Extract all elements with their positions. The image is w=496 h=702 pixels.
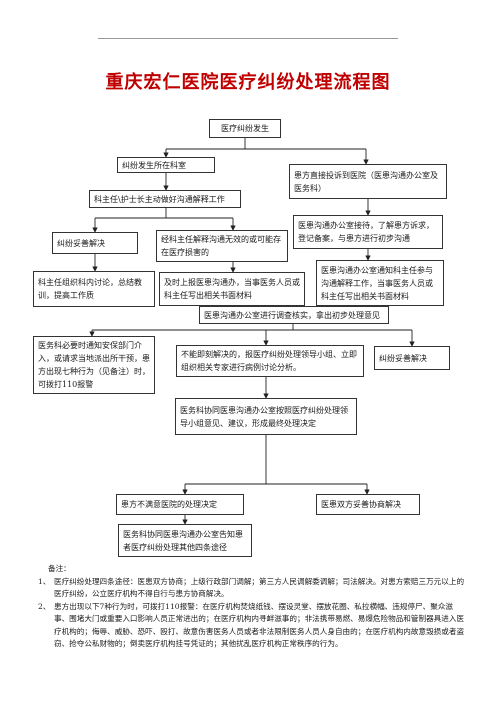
node-comm-notify: 医患沟通办公室通知科主任参与沟通解释工作，当事医务人员或科主任写出相关书面材料 bbox=[316, 260, 444, 306]
node-both-resolved: 医患双方妥善协商解决 bbox=[316, 494, 420, 515]
node-final-opinion: 医务科协同医患沟通办公室按照医疗纠纷处理领导小组意见、建议，形成最终处理决定 bbox=[175, 398, 357, 435]
node-inform-channels: 医务科协同医患沟通办公室告知患者医疗纠纷处理其他四条途径 bbox=[118, 524, 252, 557]
header-rule bbox=[98, 38, 398, 39]
note-text: 医疗纠纷处理四条途径：医患双方协商；上级行政部门调解；第三方人民调解委调解；司法… bbox=[54, 576, 465, 599]
node-patient-unsatisfied: 患方不满意医院的处理决定 bbox=[116, 494, 244, 515]
node-in-dept: 纠纷发生所在科室 bbox=[117, 157, 215, 173]
note-item: 2、 患方出现以下7种行为时，可拨打110报警：在医疗机构焚烧纸钱、摆设灵堂、摆… bbox=[38, 601, 468, 651]
note-number: 1、 bbox=[38, 576, 51, 586]
node-director-explain: 科主任\护士长主动做好沟通解释工作 bbox=[89, 190, 241, 208]
node-start: 医疗纠纷发生 bbox=[209, 119, 281, 138]
notes-section: 备注： 1、 医疗纠纷处理四条途径：医患双方协商；上级行政部门调解；第三方人民调… bbox=[38, 563, 468, 651]
node-complaint-hospital: 患方直接投诉到医院（医患沟通办公室及医务科） bbox=[289, 164, 447, 199]
page-title: 重庆宏仁医院医疗纠纷处理流程图 bbox=[105, 72, 391, 93]
note-number: 2、 bbox=[38, 601, 51, 611]
node-explain-failed: 经科主任解释沟通无效的或可能存在医疗损害的 bbox=[156, 230, 288, 262]
notes-label: 备注： bbox=[48, 564, 71, 573]
node-dispute-resolved: 纠纷妥善解决 bbox=[52, 232, 138, 254]
node-timely-report: 及时上报医患沟通办，当事医务人员或科主任写出相关书面材料 bbox=[159, 272, 305, 306]
node-leading-group: 不能即刻解决的，报医疗纠纷处理领导小组、立即组织相关专家进行病例讨论分析。 bbox=[176, 345, 364, 377]
node-dispute-resolved-2: 纠纷妥善解决 bbox=[374, 346, 450, 370]
node-dept-discuss: 科主任组织科内讨论，总结教训，提高工作质 bbox=[33, 271, 155, 307]
node-investigate: 医患沟通办公室进行调查核实，拿出初步处理意见 bbox=[199, 306, 389, 324]
note-item: 1、 医疗纠纷处理四条途径：医患双方协商；上级行政部门调解；第三方人民调解委调解… bbox=[38, 576, 468, 601]
note-text: 患方出现以下7种行为时，可拨打110报警：在医疗机构焚烧纸钱、摆设灵堂、摆放花圈… bbox=[54, 601, 465, 649]
node-security: 医务科必要时通知安保部门介入，或请求当地派出所干预，患方出现七种行为（见备注）时… bbox=[33, 336, 155, 394]
node-comm-office-receive: 医患沟通办公室接待，了解患方诉求，登记备案，与患方进行初步沟通 bbox=[293, 215, 443, 249]
